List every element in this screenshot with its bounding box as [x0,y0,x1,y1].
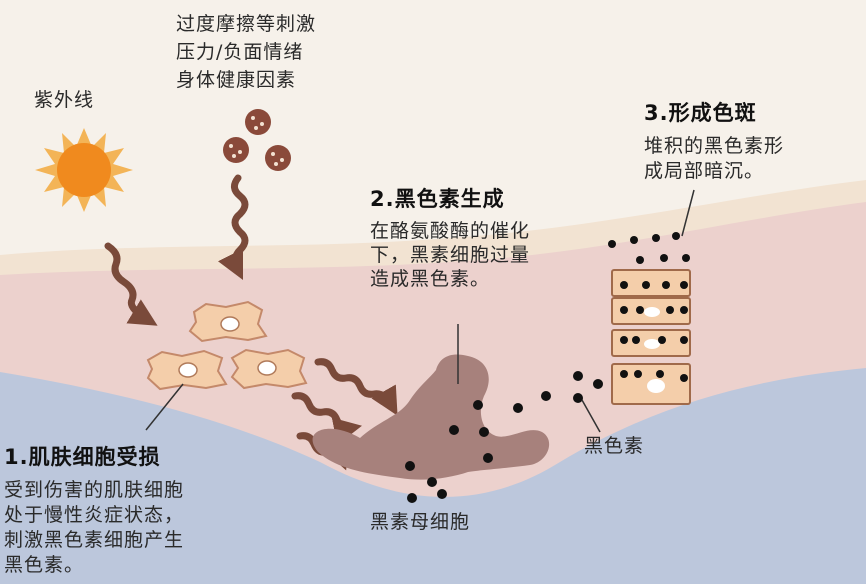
step1-title: 1.肌肤细胞受损 [4,445,161,469]
step1-body-1: 受到伤害的肌肤细胞 [4,479,185,501]
step3-body-1: 堆积的黑色素形 [644,135,785,157]
step1-body-3: 刺激黑色素细胞产生 [4,529,185,551]
stimuli-line-3: 身体健康因素 [176,69,297,91]
leader-line-step1 [145,383,184,431]
wavy-arrow-icon [291,392,362,446]
step3-title: 3.形成色斑 [644,101,757,125]
dermis-layer [0,368,866,584]
melanin-dot-icon [405,232,690,503]
stimuli-line-2: 压力/负面情绪 [176,41,304,63]
stimuli-line-1: 过度摩擦等刺激 [176,13,317,35]
step2-body-2: 下，黑素细胞过量 [370,244,531,266]
wavy-arrow-icon [217,174,249,281]
step2-body-1: 在酪氨酸酶的催化 [370,220,531,242]
step2-title: 2.黑色素生成 [370,187,505,211]
wavy-arrow-icon [104,242,158,326]
step3-body-2: 成局部暗沉。 [644,160,765,182]
uv-label: 紫外线 [34,89,95,111]
step1-body-2: 处于慢性炎症状态， [4,504,185,526]
melanocyte-cell [312,354,550,480]
melanocyte-label: 黑素母细胞 [370,511,471,533]
wavy-arrow-icon [314,358,398,416]
melanin-label: 黑色素 [584,435,645,457]
sun-icon [35,128,133,212]
leader-line-melanin [581,399,601,433]
stress-particles-icon [223,109,291,171]
leader-line-step3 [681,189,695,237]
step1-body-4: 黑色素。 [4,554,85,576]
step2-body-3: 造成黑色素。 [370,268,491,290]
